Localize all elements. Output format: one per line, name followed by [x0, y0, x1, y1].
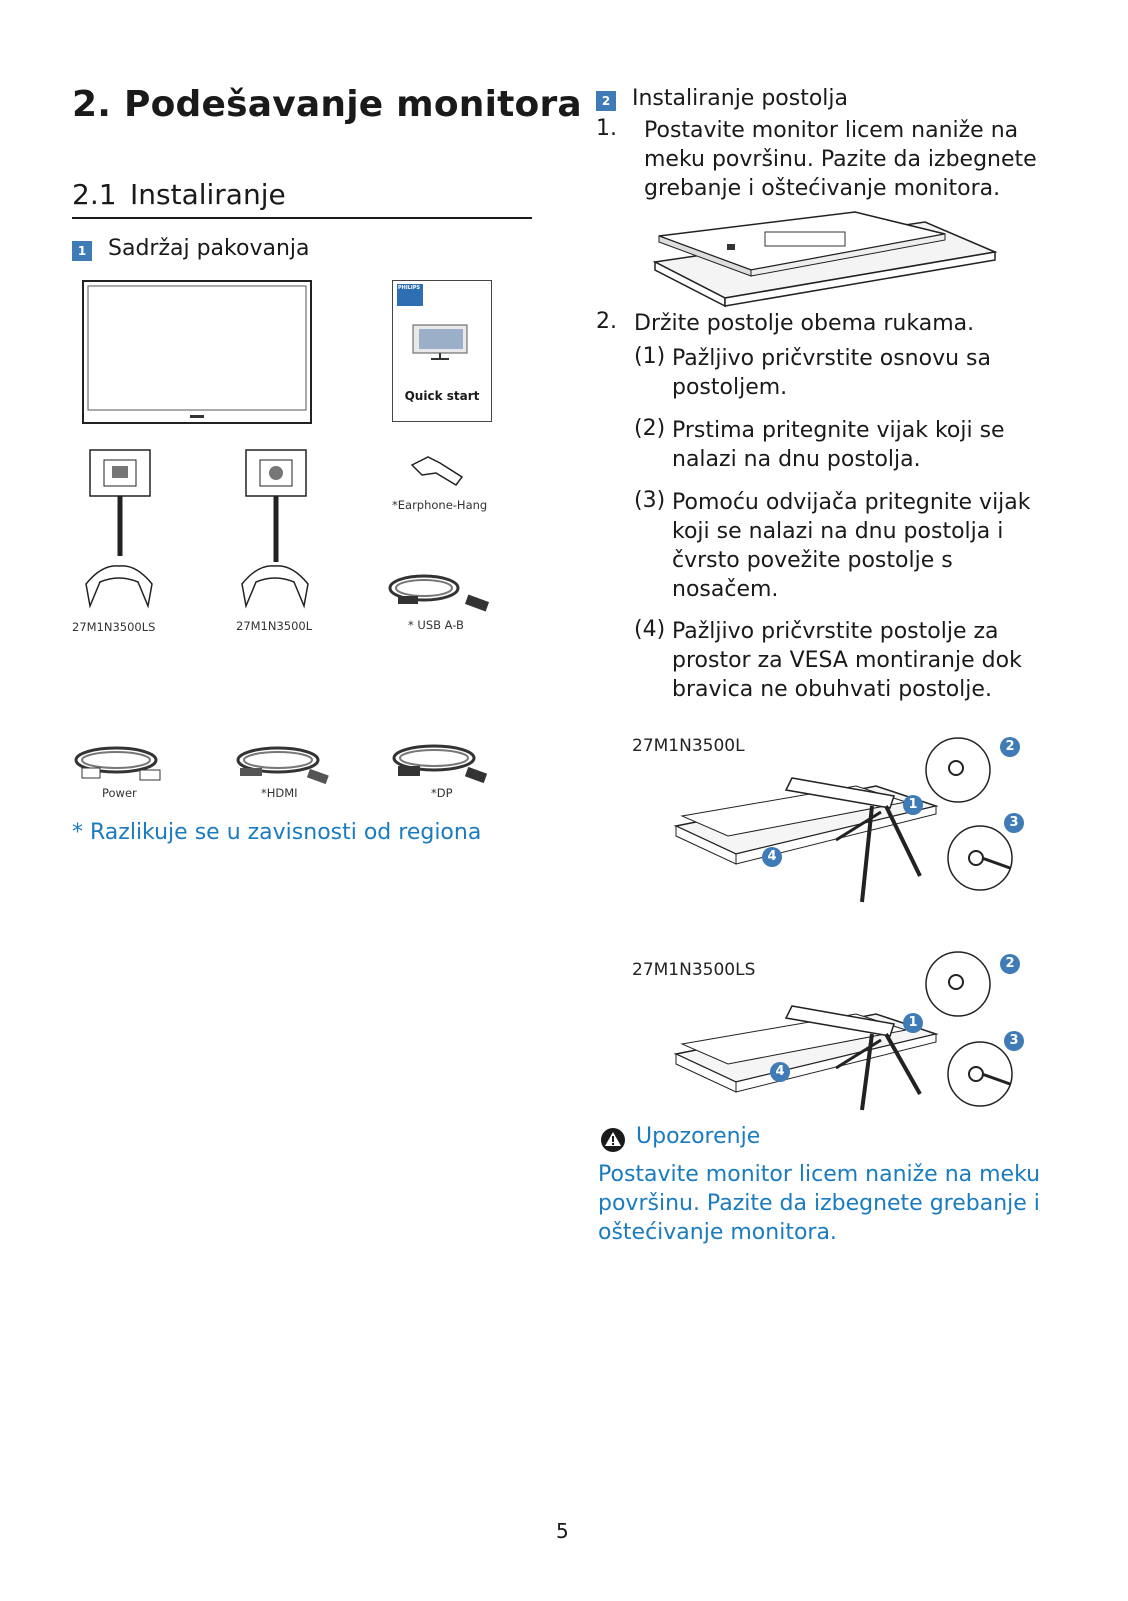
subsection-title-text: Instaliranje [130, 178, 286, 211]
callout-1-l: 1 [903, 795, 923, 815]
base-l-icon [241, 565, 309, 609]
monitor-illustration [82, 280, 312, 424]
step2-text: Držite postolje obema rukama. [634, 311, 975, 336]
stand-neck-ls-icon [89, 449, 151, 556]
subsection-title: 2.1 Instaliranje [72, 178, 286, 211]
substep3-text: Pomoću odvijača pritegnite vijak koji se… [672, 490, 1031, 602]
monitor-facedown-illustration [652, 211, 998, 308]
quick-start-booklet: PHILIPS Quick start [392, 280, 492, 422]
callout-4-ls: 4 [770, 1062, 790, 1082]
booklet-monitor-image [412, 324, 468, 360]
warning-icon [601, 1128, 625, 1152]
booklet-brand: PHILIPS [398, 285, 421, 291]
package-title: Sadržaj pakovanja [108, 236, 310, 261]
substep1-text: Pažljivo pričvrstite osnovu sa postoljem… [672, 346, 991, 400]
power-cable-icon [74, 746, 161, 781]
step2-number: 2. [596, 309, 617, 334]
substep2-number: (2) [634, 416, 666, 441]
model-l-label: 27M1N3500L [236, 619, 313, 633]
base-ls-icon [85, 565, 153, 609]
substep4-text: Pažljivo pričvrstite postolje za prostor… [672, 619, 1022, 702]
callout-3-ls: 3 [1004, 1031, 1024, 1051]
callout-3-l: 3 [1004, 813, 1024, 833]
callout-1-ls: 1 [903, 1013, 923, 1033]
dp-cable-icon [392, 744, 488, 784]
usb-cable-icon [388, 574, 490, 612]
callout-2-l: 2 [1000, 737, 1020, 757]
substep3-number: (3) [634, 488, 666, 513]
step1-text: Postavite monitor licem naniže na meku p… [644, 118, 1037, 201]
region-note: * Razlikuje se u zavisnosti od regiona [72, 820, 482, 845]
step-badge-2: 2 [596, 91, 616, 111]
substep2-text: Prstima pritegnite vijak koji se nalazi … [672, 418, 1005, 472]
dp-label: *DP [431, 786, 453, 800]
section-title-text: Podešavanje monitora [124, 84, 582, 125]
callout-2-ls: 2 [1000, 954, 1020, 974]
page-number: 5 [556, 1519, 569, 1543]
power-label: Power [102, 786, 137, 800]
usb-label: * USB A-B [408, 618, 464, 632]
figure-model-l: 27M1N3500L [632, 736, 745, 756]
section-title: 2. Podešavanje monitora [72, 84, 582, 125]
substep1-number: (1) [634, 344, 666, 369]
stand-neck-l-icon [245, 449, 307, 562]
step1-number: 1. [596, 116, 617, 141]
warning-text: Postavite monitor licem naniže na meku p… [598, 1162, 1041, 1245]
substep4-number: (4) [634, 617, 666, 642]
earphone-hanger-icon [410, 456, 464, 486]
section-number: 2. [72, 84, 112, 125]
stand-assembly-ls-illustration [673, 951, 1013, 1111]
callout-4-l: 4 [762, 847, 782, 867]
warning-title: Upozorenje [636, 1124, 761, 1149]
stand-title: Instaliranje postolja [632, 86, 849, 111]
hdmi-label: *HDMI [261, 786, 298, 800]
subsection-number: 2.1 [72, 178, 117, 211]
figure-model-ls: 27M1N3500LS [632, 960, 756, 980]
model-ls-label: 27M1N3500LS [72, 620, 156, 634]
booklet-title: Quick start [404, 389, 480, 403]
subsection-rule [72, 217, 532, 219]
step-badge-1: 1 [72, 241, 92, 261]
stand-assembly-l-illustration [673, 737, 1013, 903]
hdmi-cable-icon [236, 746, 329, 785]
earphone-label: *Earphone-Hang [392, 498, 488, 512]
